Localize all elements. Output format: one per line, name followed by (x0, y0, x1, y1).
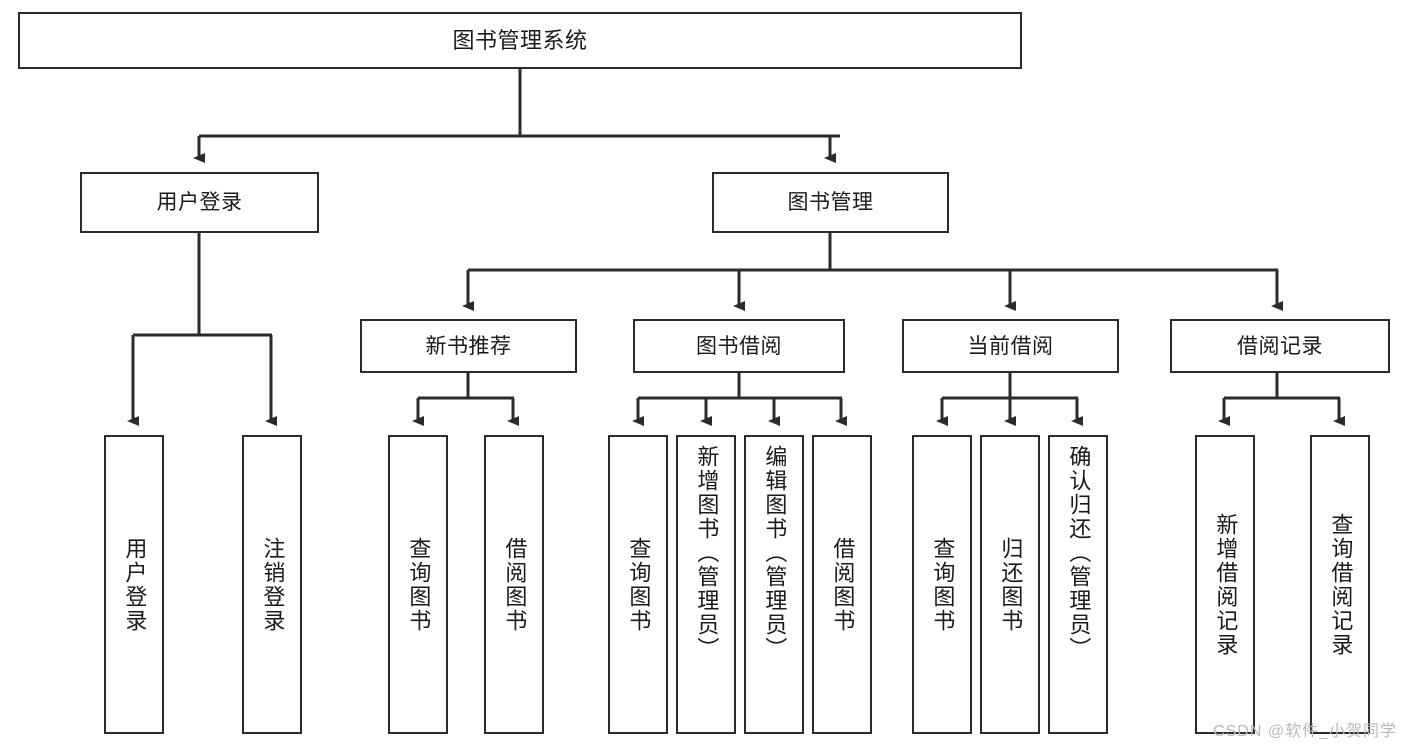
node-label: 查询图书 (626, 536, 652, 633)
node-label: 图书管理系统 (452, 27, 588, 53)
leaf-return-book[interactable]: 归还图书 (980, 435, 1040, 734)
leaf-add-borrow-record[interactable]: 新增借阅记录 (1195, 435, 1255, 734)
node-label: 借阅记录 (1237, 334, 1323, 358)
node-label: 注销登录 (260, 536, 286, 633)
node-label: 用户登录 (156, 191, 243, 214)
node-label: 查询图书 (930, 536, 956, 633)
node-root-system[interactable]: 图书管理系统 (18, 12, 1022, 69)
node-label: 新书推荐 (425, 334, 512, 358)
node-label: 查询图书 (406, 536, 432, 633)
node-label: 新增借阅记录 (1213, 512, 1239, 657)
leaf-query-book-borrow[interactable]: 查询图书 (608, 435, 668, 734)
node-label: 归还图书 (998, 536, 1024, 633)
node-borrow-record[interactable]: 借阅记录 (1170, 319, 1390, 373)
node-label: 图书借阅 (696, 334, 782, 358)
leaf-borrow-book-recommend[interactable]: 借阅图书 (484, 435, 544, 734)
leaf-edit-book-admin[interactable]: 编辑图书（管理员） (744, 435, 804, 734)
node-new-book-recommend[interactable]: 新书推荐 (360, 319, 577, 373)
node-label: 新增图书（管理员） (694, 445, 720, 661)
node-label: 确认归还（管理员） (1066, 445, 1092, 661)
leaf-add-book-admin[interactable]: 新增图书（管理员） (676, 435, 736, 734)
node-label: 编辑图书（管理员） (762, 445, 788, 661)
node-current-borrow[interactable]: 当前借阅 (902, 319, 1119, 373)
leaf-query-borrow-record[interactable]: 查询借阅记录 (1310, 435, 1370, 734)
node-user-login[interactable]: 用户登录 (80, 172, 319, 233)
node-label: 当前借阅 (967, 334, 1054, 358)
node-label: 用户登录 (122, 536, 148, 633)
csdn-watermark: CSDN @软件_小贺同学 (1213, 723, 1397, 740)
leaf-query-book-current[interactable]: 查询图书 (912, 435, 972, 734)
leaf-user-login[interactable]: 用户登录 (104, 435, 164, 734)
node-book-management[interactable]: 图书管理 (712, 172, 949, 233)
node-label: 查询借阅记录 (1328, 512, 1354, 657)
leaf-confirm-return-admin[interactable]: 确认归还（管理员） (1048, 435, 1108, 734)
leaf-query-book-recommend[interactable]: 查询图书 (388, 435, 448, 734)
node-book-borrow[interactable]: 图书借阅 (633, 319, 845, 373)
node-label: 借阅图书 (502, 536, 528, 633)
leaf-borrow-book[interactable]: 借阅图书 (812, 435, 872, 734)
node-label: 借阅图书 (830, 536, 856, 633)
leaf-logout[interactable]: 注销登录 (242, 435, 302, 734)
node-label: 图书管理 (787, 191, 874, 214)
